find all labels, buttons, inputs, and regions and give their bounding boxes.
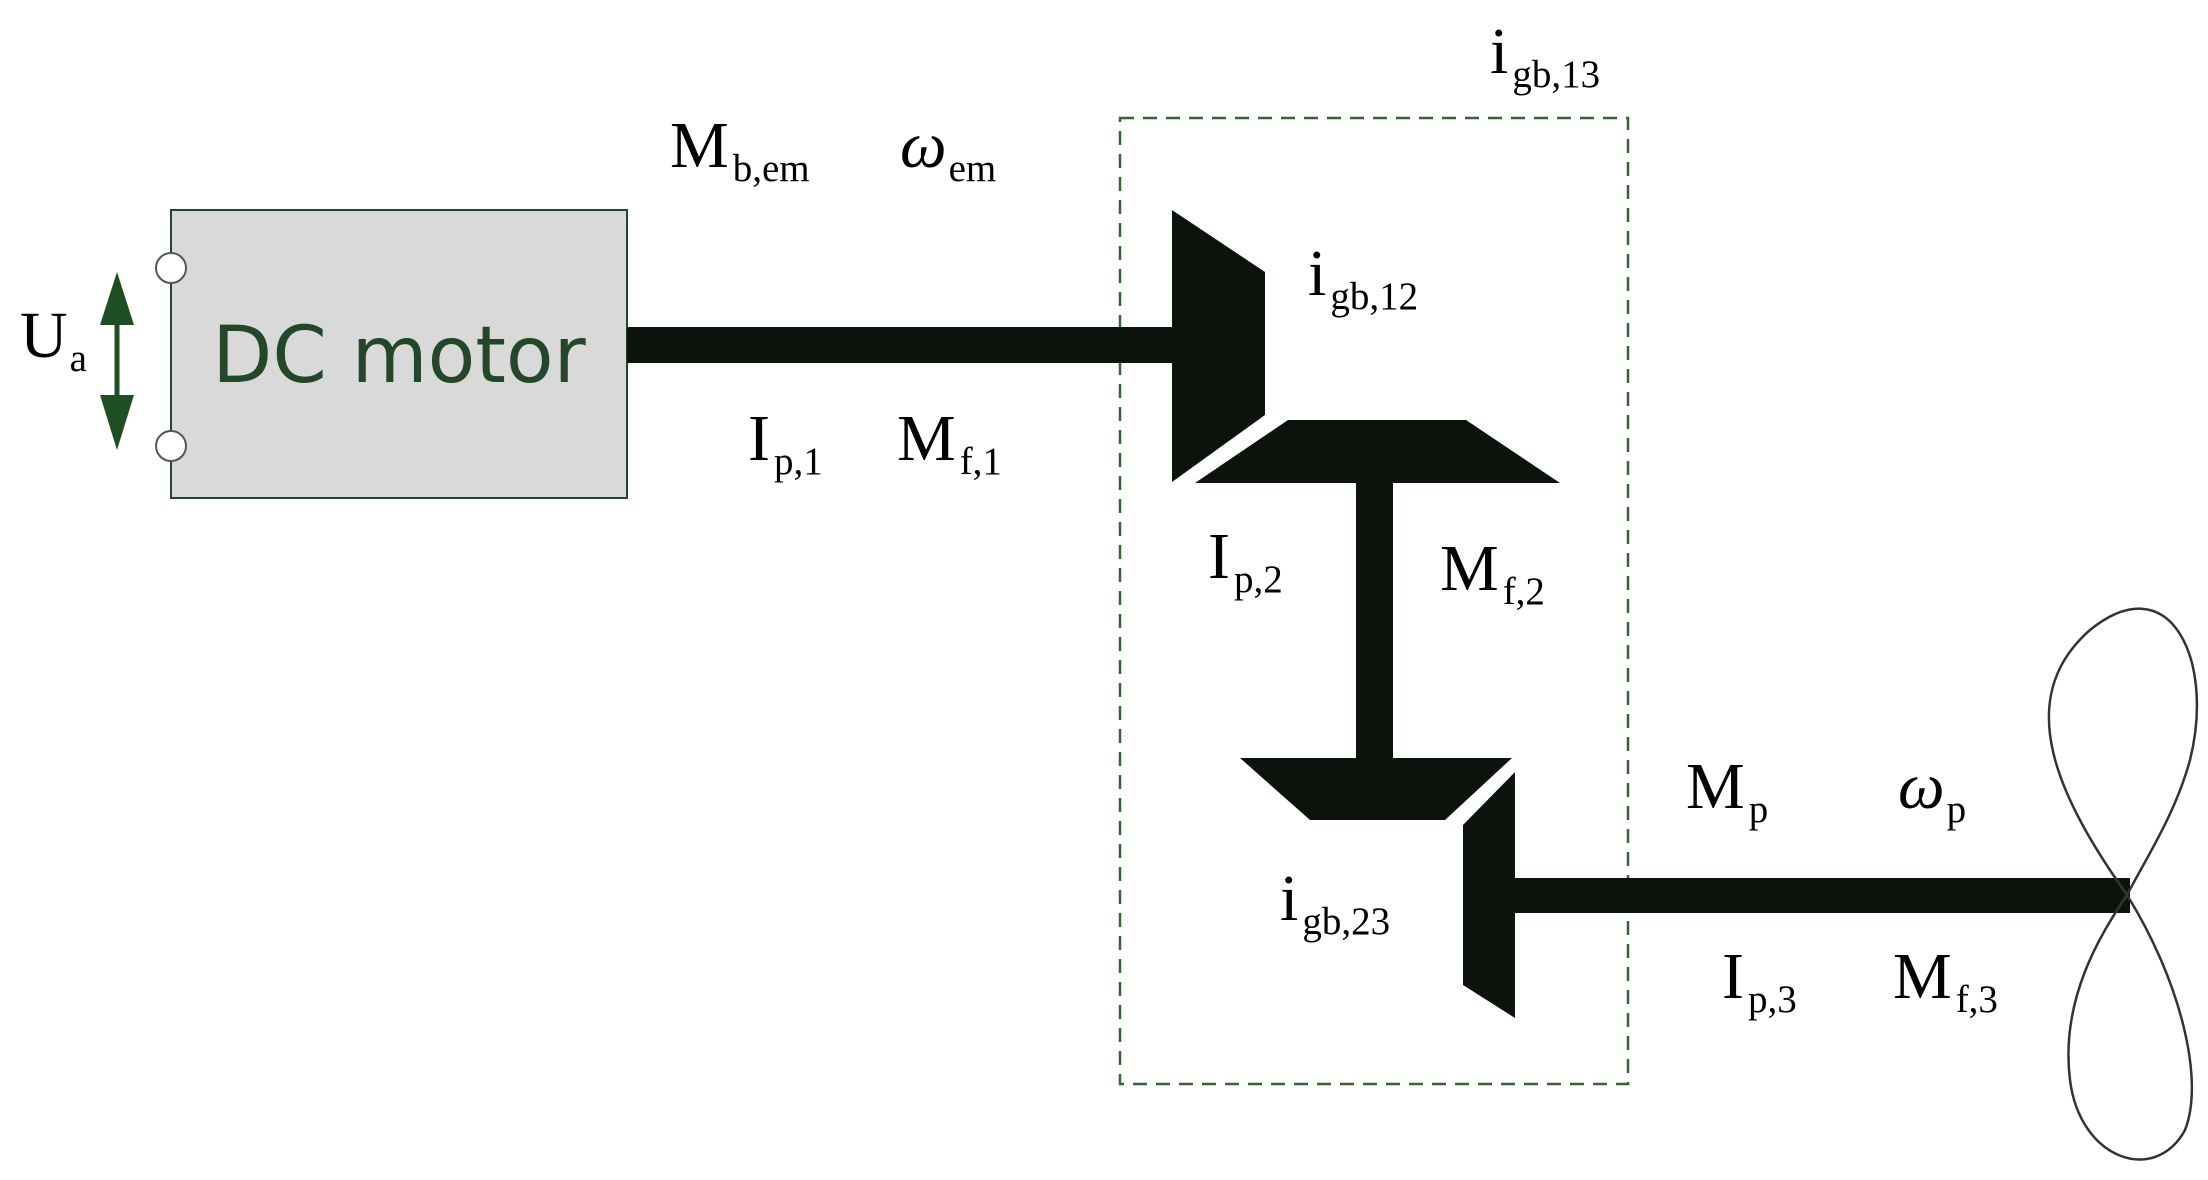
svg-text:Ua: Ua: [20, 299, 87, 380]
svg-text:Ip,2: Ip,2: [1208, 520, 1283, 601]
bevel-gear-3: [1240, 758, 1512, 820]
gearbox-boundary: [1118, 116, 1630, 1086]
label-omega-p: ωp: [1898, 750, 1966, 831]
svg-text:Mf,1: Mf,1: [897, 402, 1002, 483]
svg-text:igb,12: igb,12: [1308, 237, 1418, 318]
dc-motor: DC motor: [155, 209, 628, 499]
svg-text:Mp: Mp: [1686, 750, 1768, 831]
label-omega-em: ωem: [900, 109, 996, 190]
svg-text:igb,23: igb,23: [1280, 862, 1390, 943]
motor-body: [170, 209, 628, 499]
svg-text:Mb,em: Mb,em: [670, 109, 810, 190]
bevel-gear-4: [1463, 772, 1515, 1018]
bevel-gear-1: [1172, 210, 1265, 482]
svg-text:Mf,3: Mf,3: [1893, 940, 1998, 1021]
svg-text:Ip,1: Ip,1: [748, 402, 823, 483]
label-u-a: Ua: [20, 299, 87, 380]
motor-terminal-bottom: [155, 430, 187, 462]
svg-text:Mf,2: Mf,2: [1440, 532, 1545, 613]
motor-label: DC motor: [212, 311, 586, 401]
svg-text:igb,13: igb,13: [1490, 15, 1600, 96]
motor-terminal-top: [155, 252, 187, 284]
voltage-arrow-head-down: [100, 395, 134, 450]
propeller: [2047, 607, 2199, 1161]
svg-text:ωem: ωem: [900, 109, 996, 190]
intermediate-shaft: [1356, 463, 1393, 770]
voltage-arrow: [100, 272, 134, 450]
bevel-gear-2: [1195, 420, 1560, 483]
svg-text:ωp: ωp: [1898, 750, 1966, 831]
svg-text:Ip,3: Ip,3: [1722, 940, 1797, 1021]
output-shaft: [1510, 878, 2130, 913]
motor-shaft: [627, 327, 1183, 363]
voltage-arrow-head-up: [100, 272, 134, 325]
